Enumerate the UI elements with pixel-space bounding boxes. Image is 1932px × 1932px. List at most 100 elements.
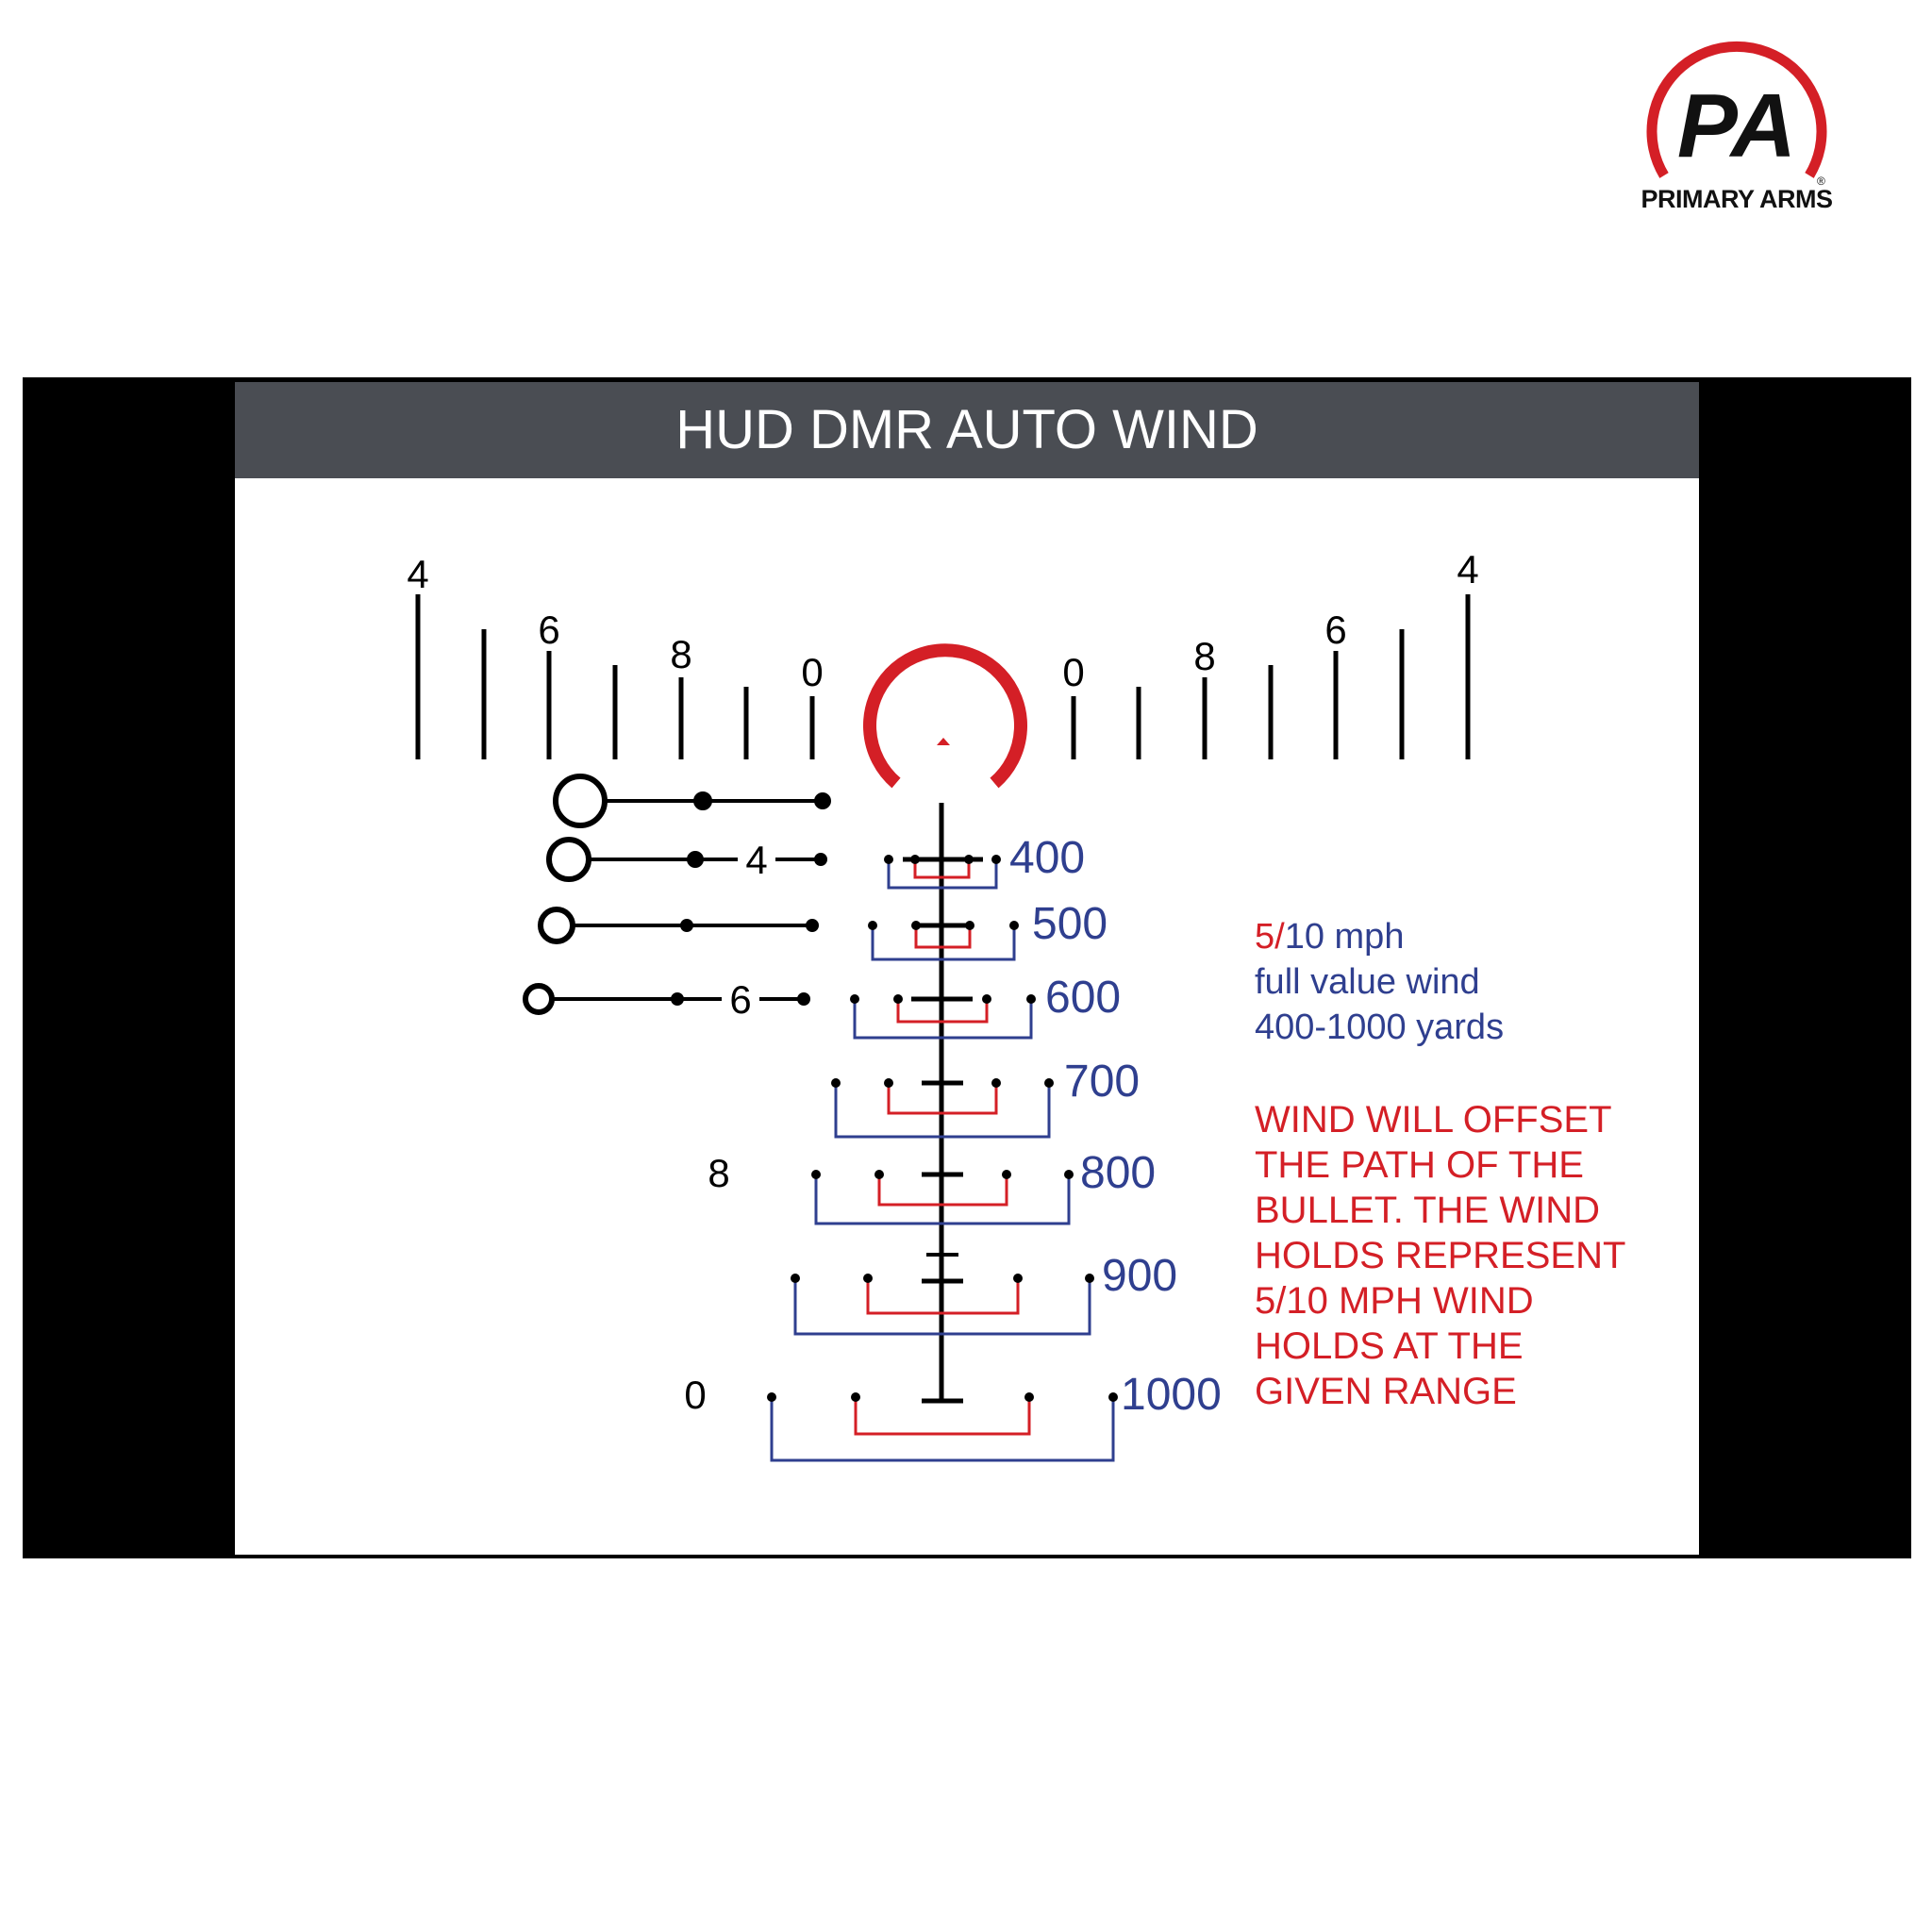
reticle-panel: HUD DMR AUTO WIND xyxy=(235,382,1699,1555)
scale-label-right-4: 4 xyxy=(1457,547,1478,591)
note-line: GIVEN RANGE xyxy=(1255,1371,1517,1412)
bdc-row-700 xyxy=(831,1078,1054,1139)
rangefinder-circle-icon xyxy=(523,983,555,1015)
wind-dot xyxy=(884,1078,893,1088)
wind-dot xyxy=(863,1274,873,1283)
wind-bracket-10mph xyxy=(853,999,1033,1040)
note-line: 5/10 MPH WIND xyxy=(1255,1280,1534,1322)
wind-dot xyxy=(1044,1078,1054,1088)
wind-dot xyxy=(868,921,877,930)
range-label-400: 400 xyxy=(1009,833,1085,883)
wind-legend: 5/10 mph full value wind 400-1000 yards xyxy=(1255,917,1504,1047)
wind-bracket-10mph xyxy=(887,859,998,890)
wind-dot xyxy=(1024,1392,1034,1402)
rangefinder-dot xyxy=(671,992,684,1006)
wind-dot xyxy=(850,994,859,1004)
wind-dot xyxy=(991,855,1001,864)
note-line: HOLDS REPRESENT xyxy=(1255,1235,1625,1276)
rangefinder-dot xyxy=(814,853,827,866)
scale-label-right-0: 0 xyxy=(1062,650,1084,694)
center-chevron-icon xyxy=(937,738,950,745)
range-labels: 400 500 600 700 800 900 1000 xyxy=(1009,833,1222,1420)
wind-dot xyxy=(910,855,920,864)
wind-dot xyxy=(811,1170,821,1179)
note-line: BULLET. THE WIND xyxy=(1255,1190,1600,1231)
wind-bracket-5mph xyxy=(877,1174,1008,1207)
page-title: HUD DMR AUTO WIND xyxy=(235,382,1699,478)
note-line: HOLDS AT THE xyxy=(1255,1325,1524,1367)
rangefinder-dot xyxy=(806,919,819,932)
scale-label-right-6: 6 xyxy=(1324,608,1346,652)
wind-dot xyxy=(874,1170,884,1179)
legend-wind-blue: 10 mph xyxy=(1285,917,1405,957)
primary-arms-logo: PA ® PRIMARY ARMS xyxy=(1619,34,1883,242)
wind-dot xyxy=(1009,921,1019,930)
top-scale-right xyxy=(1071,594,1471,759)
range-label-1000: 1000 xyxy=(1121,1370,1222,1420)
scale-label-left-8: 8 xyxy=(670,632,691,676)
bdc-row-900 xyxy=(791,1253,1094,1336)
brand-name: PRIMARY ARMS xyxy=(1641,185,1833,213)
wind-bracket-5mph xyxy=(887,1083,998,1115)
legend-wind-red: 5/ xyxy=(1255,917,1285,957)
wind-dot xyxy=(893,994,903,1004)
logo-letters: PA xyxy=(1677,75,1796,176)
rangefinder-circle-icon xyxy=(546,837,591,882)
wind-bracket-5mph xyxy=(913,859,971,879)
wind-dot xyxy=(1085,1274,1094,1283)
note-line: THE PATH OF THE xyxy=(1255,1144,1584,1186)
bdc-row-500 xyxy=(868,921,1019,961)
wind-dot xyxy=(1108,1392,1118,1402)
wind-dot xyxy=(964,855,974,864)
scale-label-left-6: 6 xyxy=(538,608,559,652)
legend-line-2: full value wind xyxy=(1255,962,1480,1002)
range-label-900: 900 xyxy=(1102,1251,1177,1301)
rangefinder-dot xyxy=(687,851,704,868)
rangefinder-circle-icon xyxy=(553,774,608,828)
legend-wind-speed: 5/10 mph xyxy=(1255,917,1404,957)
bdc-row-800 xyxy=(811,1170,1074,1225)
wind-dot xyxy=(965,921,974,930)
wind-dot xyxy=(911,921,921,930)
wind-dot xyxy=(1013,1274,1023,1283)
wind-dot xyxy=(831,1078,841,1088)
rangefinder-labels: 4 6 8 0 xyxy=(684,838,767,1417)
wind-bracket-10mph xyxy=(834,1083,1051,1139)
wind-dot xyxy=(982,994,991,1004)
scale-label-right-8: 8 xyxy=(1193,634,1215,678)
range-label-500: 500 xyxy=(1032,899,1108,949)
rangefinder-circle-icon xyxy=(538,907,575,944)
scale-label-left-0: 0 xyxy=(801,650,823,694)
rangefinder xyxy=(523,774,831,1015)
top-scale-labels: 4 6 8 0 0 8 6 4 xyxy=(407,547,1478,694)
rangefinder-dot xyxy=(797,992,810,1006)
wind-bracket-10mph xyxy=(871,925,1016,961)
wind-bracket-10mph xyxy=(793,1278,1091,1336)
wind-dot xyxy=(884,855,893,864)
range-label-600: 600 xyxy=(1045,973,1121,1023)
center-circle-icon xyxy=(863,643,1027,789)
wind-bracket-10mph xyxy=(814,1174,1071,1225)
registered-mark: ® xyxy=(1817,175,1825,188)
rangefinder-label-4: 4 xyxy=(745,838,767,882)
rangefinder-label-8: 8 xyxy=(708,1151,729,1195)
scale-label-left-4: 4 xyxy=(407,552,428,596)
wind-dot xyxy=(791,1274,800,1283)
top-scale-left xyxy=(415,594,815,759)
logo-ring-icon: PA ® xyxy=(1646,41,1827,188)
bdc-row-400 xyxy=(884,855,1001,890)
wind-note: WIND WILL OFFSET THE PATH OF THE BULLET.… xyxy=(1255,1099,1625,1412)
wind-dot xyxy=(1026,994,1036,1004)
wind-dot xyxy=(851,1392,860,1402)
wind-dot xyxy=(1064,1170,1074,1179)
wind-bracket-10mph xyxy=(770,1397,1115,1462)
wind-dot xyxy=(991,1078,1001,1088)
rangefinder-label-0: 0 xyxy=(684,1373,706,1417)
range-label-800: 800 xyxy=(1080,1148,1156,1198)
wind-bracket-5mph xyxy=(896,999,989,1024)
legend-line-3: 400-1000 yards xyxy=(1255,1008,1504,1047)
note-line: WIND WILL OFFSET xyxy=(1255,1099,1612,1141)
rangefinder-dot xyxy=(693,791,712,810)
